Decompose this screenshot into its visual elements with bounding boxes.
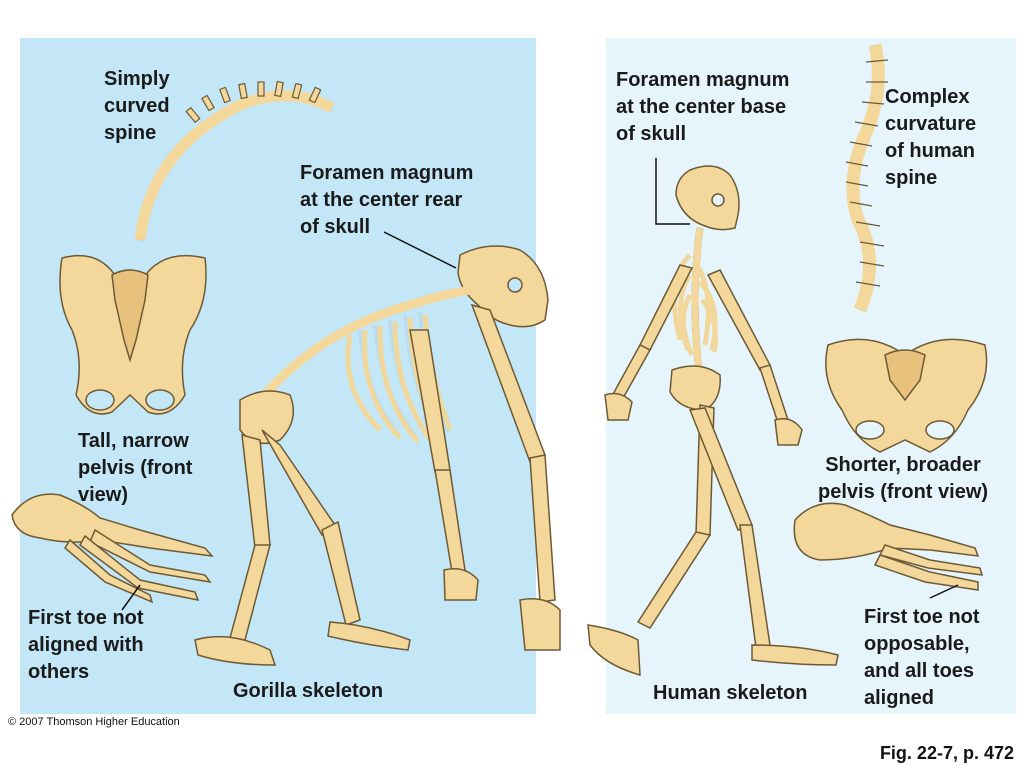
human-pelvis-illustration <box>825 338 988 453</box>
human-skeleton-illustration <box>587 165 839 677</box>
label-first-toe-not-aligned: First toe not aligned with others <box>28 607 144 683</box>
human-foot-illustration <box>793 502 984 591</box>
label-foramen-magnum-gorilla: Foramen magnum at the center rear of sku… <box>300 162 474 238</box>
label-shorter-broader-pelvis: Shorter, broader pelvis (front view) <box>818 454 989 503</box>
label-tall-narrow-pelvis: Tall, narrow pelvis (front view) <box>78 430 193 506</box>
gorilla-pelvis-illustration <box>59 254 207 415</box>
label-simply-curved-spine: Simply curved spine <box>104 68 170 144</box>
figure-reference: Fig. 22-7, p. 472 <box>879 743 1014 763</box>
label-gorilla-skeleton: Gorilla skeleton <box>233 680 384 702</box>
label-complex-curvature: Complex curvature of human spine <box>885 86 977 189</box>
gorilla-skeleton-illustration <box>194 245 561 666</box>
gorilla-foot-illustration <box>11 493 214 604</box>
label-human-skeleton: Human skeleton <box>653 682 808 704</box>
label-first-toe-not-opposable: First toe not opposable, and all toes al… <box>864 606 980 709</box>
human-spine-illustration <box>845 43 889 313</box>
leader-lines <box>121 158 959 611</box>
copyright-notice: © 2007 Thomson Higher Education <box>8 716 180 728</box>
gorilla-spine-illustration <box>134 80 335 241</box>
label-foramen-magnum-human: Foramen magnum at the center base of sku… <box>616 69 790 145</box>
